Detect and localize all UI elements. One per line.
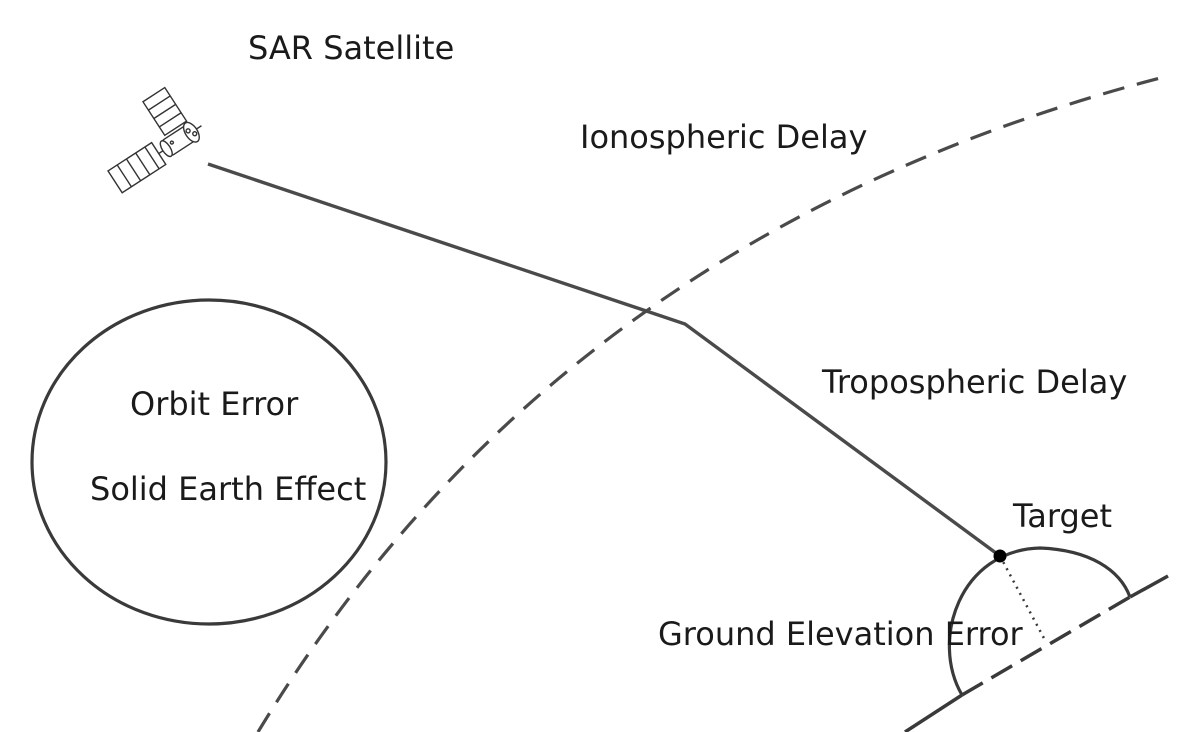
ground-surface-solid-upper: [1129, 574, 1169, 599]
target-label: Target: [1013, 497, 1112, 535]
solid-earth-effect-label: Solid Earth Effect: [90, 470, 367, 508]
ground-elevation-error-label: Ground Elevation Error: [658, 615, 1023, 653]
orbit-error-ellipse: [30, 298, 388, 626]
tropospheric-delay-label: Tropospheric Delay: [822, 363, 1128, 401]
ionospheric-delay-label: Ionospheric Delay: [580, 118, 868, 156]
ground-surface-solid: [904, 693, 963, 732]
satellite-label: SAR Satellite: [248, 29, 455, 67]
ionosphere-boundary-arc: [256, 74, 1169, 732]
target-hemisphere: [947, 546, 1132, 696]
target-point: [993, 549, 1007, 563]
signal-path-line: [207, 162, 1002, 558]
satellite-icon: [107, 86, 202, 194]
orbit-error-label: Orbit Error: [130, 385, 299, 423]
